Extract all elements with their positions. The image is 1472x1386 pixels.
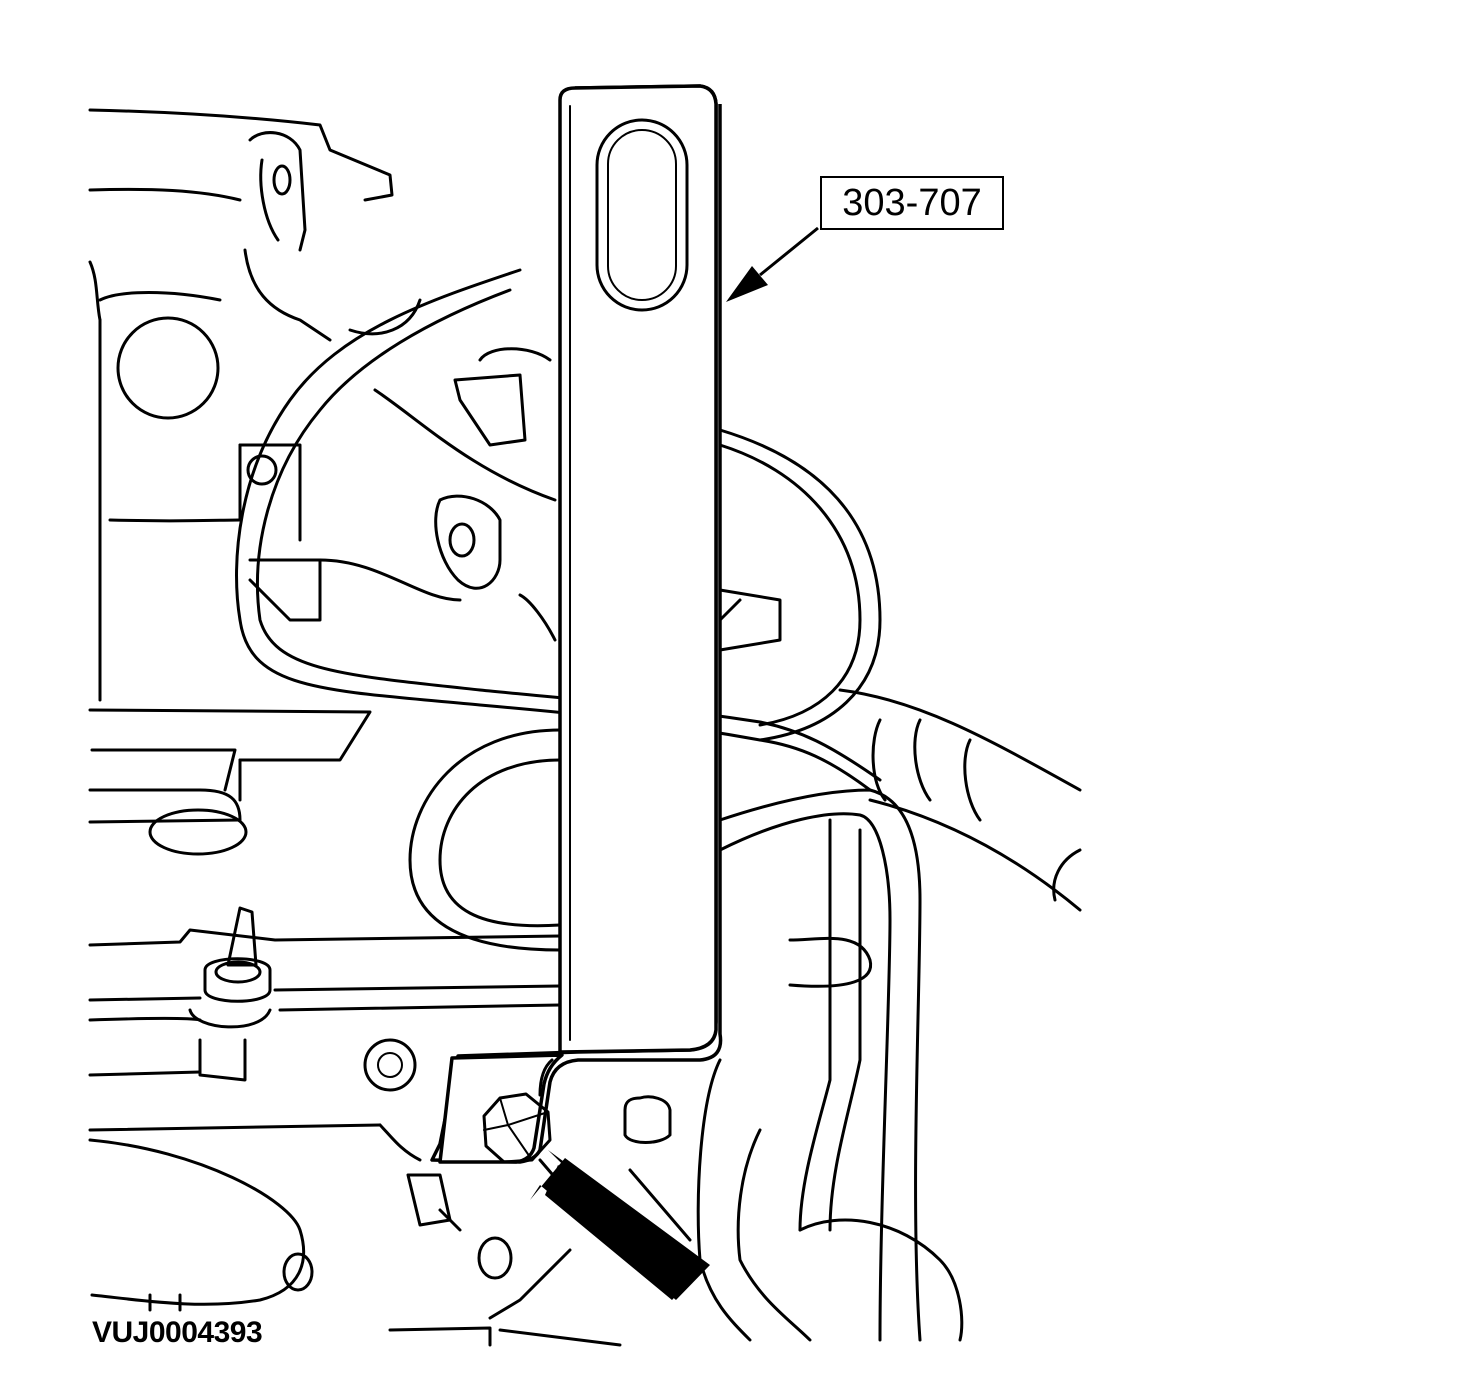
sensor-plug	[188, 906, 272, 1082]
figure-id: VUJ0004393	[92, 1316, 263, 1349]
mounting-bolts	[363, 1038, 672, 1280]
special-tool-303-707	[430, 84, 723, 1164]
tool-number: 303-707	[842, 181, 982, 224]
indicator-arrow	[530, 1150, 710, 1300]
tool-callout-label: 303-707	[820, 176, 1004, 230]
wiring-harness	[235, 268, 1082, 1342]
callout-leader-arrow	[726, 226, 819, 302]
engine-outline	[88, 108, 692, 1347]
tool-retaining-bolt	[482, 1092, 552, 1164]
